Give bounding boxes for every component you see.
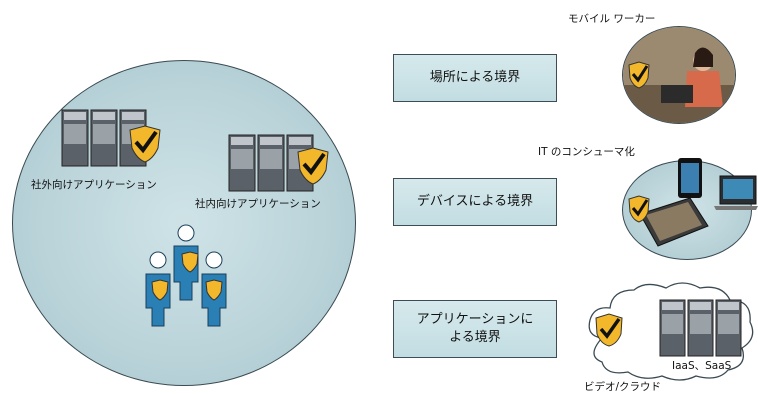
shield-check-icon — [628, 61, 650, 89]
device-boundary-box: デバイスによる境界 — [393, 178, 557, 226]
shield-check-icon — [129, 125, 161, 163]
consumer-devices-icon — [639, 158, 758, 247]
shield-check-icon — [595, 313, 623, 347]
application-boundary-box: アプリケーションによる境界 — [393, 300, 557, 358]
external-app-label: 社外向けアプリケーション — [31, 179, 157, 191]
internal-app-label: 社内向けアプリケーション — [195, 198, 321, 210]
location-boundary-label: 場所による境界 — [429, 70, 521, 85]
video-cloud-caption: ビデオ/クラウド — [584, 381, 662, 393]
users-group-icon — [145, 224, 227, 327]
location-boundary-box: 場所による境界 — [393, 54, 557, 102]
mobile-worker-caption: モバイル ワーカー — [568, 13, 656, 25]
consumerization-caption: IT のコンシューマ化 — [538, 146, 635, 158]
application-boundary-label: アプリケーションによる境界 — [416, 312, 534, 345]
server-rack-group-cloud-icon — [659, 299, 742, 357]
shield-check-icon — [297, 147, 329, 185]
cloud-services-label: IaaS、SaaS — [672, 360, 732, 372]
shield-check-icon — [628, 195, 650, 223]
device-boundary-label: デバイスによる境界 — [416, 194, 534, 209]
